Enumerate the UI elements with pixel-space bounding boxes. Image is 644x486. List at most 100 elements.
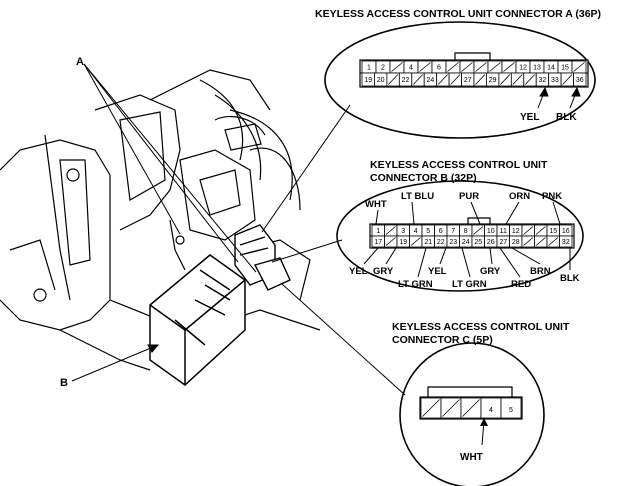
connector-a-top-pin-number: 15	[561, 65, 569, 72]
connector-a-top-empty-slash	[391, 62, 403, 72]
connector-a-wire-yel: YEL	[520, 112, 539, 123]
connector-a-top-pin-number: 14	[547, 65, 555, 72]
connector-a-bottom-empty-slash	[562, 74, 573, 85]
connector-a-bottom-empty-slash	[524, 74, 536, 85]
connector-a-bubble	[324, 21, 596, 139]
connector-b-top-pin-number: 10	[487, 228, 495, 235]
connector-b-wire-gry-2: GRY	[480, 266, 501, 277]
connector-b-wire-brn: BRN	[530, 266, 551, 277]
connector-a-top-pin-number: 1	[367, 65, 371, 72]
connector-b-bottom-pin-number: 17	[374, 239, 382, 246]
connector-c-wire-wht: WHT	[460, 452, 483, 463]
connector-b-top-leaders	[375, 201, 561, 225]
connector-b-bottom-empty-slash	[410, 237, 421, 246]
connector-a-bottom-empty-slash	[475, 74, 486, 85]
connector-a-bottom-pin-number: 27	[464, 77, 472, 84]
connector-a-wire-blk: BLK	[556, 112, 577, 123]
connector-a-bottom-cavity	[573, 72, 587, 87]
connector-a-bottom-pin-number: 32	[539, 77, 547, 84]
connector-b-top-pin-number: 11	[500, 228, 507, 235]
connector-c-empty-slash	[442, 399, 460, 417]
connector-c-title-1: KEYLESS ACCESS CONTROL UNIT	[392, 321, 570, 333]
connector-b-wire-yel-2: YEL	[428, 266, 447, 277]
connector-a-top-empty-slash	[475, 62, 487, 72]
connector-b-bottom-empty-slash	[385, 237, 396, 246]
unit-connectors	[234, 224, 291, 291]
connector-a-top-empty-slash	[489, 62, 501, 72]
connector-a-bottom-empty-slash	[412, 74, 424, 85]
connector-a-top-pin-number: 4	[409, 65, 413, 72]
connector-c-pin-number: 5	[509, 407, 513, 414]
connector-b-bottom-pin-number: 19	[399, 239, 407, 246]
connector-b-bottom-cavity	[559, 235, 573, 248]
connector-a-top-empty-slash	[461, 62, 473, 72]
connector-b-bubble	[336, 180, 584, 292]
connector-b-bottom-pin-number: 22	[437, 239, 445, 246]
connector-b-top-pin-number: 16	[562, 228, 570, 235]
bubble-leaders	[261, 104, 406, 396]
connector-b-top-empty-slash	[473, 226, 484, 235]
connector-a-bottom-empty-slash	[437, 74, 448, 85]
connector-b-top-pin-number: 12	[512, 228, 520, 235]
connector-b-bottom-leaders	[363, 247, 571, 278]
connector-b-bottom-pin-number: 25	[474, 239, 482, 246]
callout-b-label: B	[60, 377, 68, 389]
connector-b-top-pin-number: 5	[426, 228, 430, 235]
connector-b-top-empty-slash	[523, 226, 534, 235]
connector-b-top-empty-slash	[535, 226, 546, 235]
connector-a-bottom-pin-number: 20	[377, 77, 385, 84]
connector-a-top-pin-number: 6	[437, 65, 441, 72]
connector-b-wire-orn: ORN	[509, 191, 530, 202]
connector-a-top-pin-number: 13	[533, 65, 541, 72]
connector-b-bottom-pin-number: 27	[499, 239, 507, 246]
connector-b-wire-yel-1: YEL	[349, 266, 368, 277]
connector-b-bottom-pin-number: 24	[462, 239, 470, 246]
connector-a-bottom-pin-number: 24	[427, 77, 435, 84]
connector-b-title-2: CONNECTOR B (32P)	[370, 172, 477, 184]
connector-b-top-pin-number: 15	[549, 228, 557, 235]
connector-b-wire-pur: PUR	[459, 191, 479, 202]
connector-a-bottom-pin-number: 22	[402, 77, 410, 84]
connector-a-bottom-pin-number: 19	[364, 77, 372, 84]
connector-b-wire-gry-1: GRY	[373, 266, 394, 277]
connector-b-bottom-empty-slash	[548, 237, 559, 246]
connector-b-bottom-pin-number: 32	[562, 239, 570, 246]
connector-b-wire-lt-grn-2: LT GRN	[452, 279, 487, 290]
connector-a-top-empty-slash	[573, 62, 585, 72]
connector-b-top-pin-number: 3	[401, 228, 405, 235]
connector-a-top-empty-slash	[503, 62, 515, 72]
connector-a-bottom-empty-slash	[500, 74, 511, 85]
connector-a-bottom-empty-slash	[388, 74, 399, 85]
vehicle-dash-illustration	[0, 69, 321, 371]
connector-b-top-pin-number: 1	[376, 228, 380, 235]
connector-a-bottom-empty-slash	[450, 74, 461, 85]
connector-b-bottom-empty-slash	[535, 237, 546, 246]
connector-a-bottom-pin-number: 29	[489, 77, 497, 84]
connector-c-bubble	[399, 342, 545, 486]
connector-a-title: KEYLESS ACCESS CONTROL UNIT CONNECTOR A …	[315, 8, 601, 20]
connector-a-wires	[537, 86, 581, 109]
connector-b-wire-red: RED	[511, 279, 531, 290]
connector-a-top-empty-slash	[419, 62, 431, 72]
connector-b-wire-lt-grn-1: LT GRN	[398, 279, 433, 290]
connector-a-bottom-empty-slash	[512, 74, 523, 85]
connector-c-empty-slash	[462, 399, 480, 417]
connector-b-bottom-pin-number: 23	[449, 239, 457, 246]
connector-c-title-2: CONNECTOR C (5P)	[392, 334, 493, 346]
connector-a-bottom-pin-number: 36	[576, 77, 584, 84]
connector-c-empty-slash	[422, 399, 440, 417]
connector-a-top-pin-number: 2	[381, 65, 385, 72]
connector-b-bottom-empty-slash	[523, 237, 534, 246]
connector-c-wire-arrow	[480, 418, 488, 426]
connector-b-wire-wht: WHT	[365, 199, 387, 210]
connector-b-top-pin-number: 8	[464, 228, 468, 235]
connector-b-bottom-pin-number: 21	[424, 239, 432, 246]
connector-a-top-empty-slash	[447, 62, 459, 72]
connector-a-bottom-pin-number: 33	[551, 77, 559, 84]
connector-b-top-pin-number: 6	[439, 228, 443, 235]
control-unit-box	[149, 254, 246, 386]
callout-b-leader	[71, 344, 160, 382]
connector-b-bottom-pin-number: 28	[512, 239, 520, 246]
